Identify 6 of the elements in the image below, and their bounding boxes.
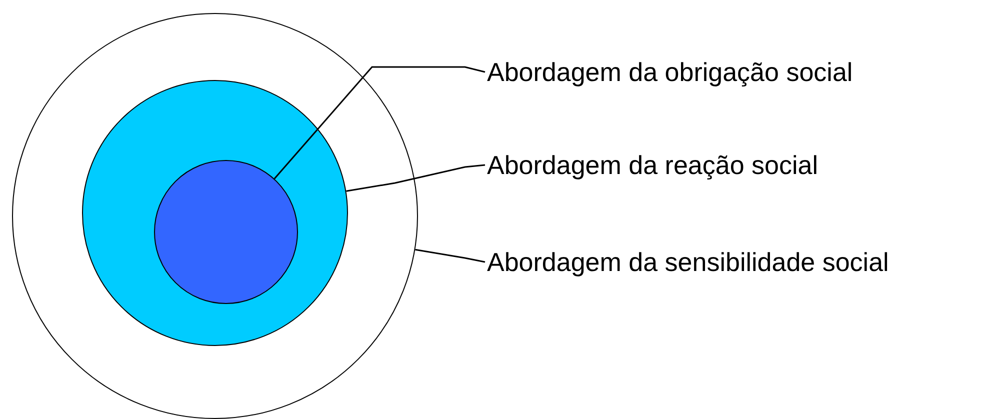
leader-line [346,164,486,192]
layer-label: Abordagem da reação social [487,150,818,180]
leader-line [415,248,486,263]
layer-label: Abordagem da sensibilidade social [487,247,889,277]
leader-line [274,66,486,180]
layer-label: Abordagem da obrigação social [487,57,853,87]
